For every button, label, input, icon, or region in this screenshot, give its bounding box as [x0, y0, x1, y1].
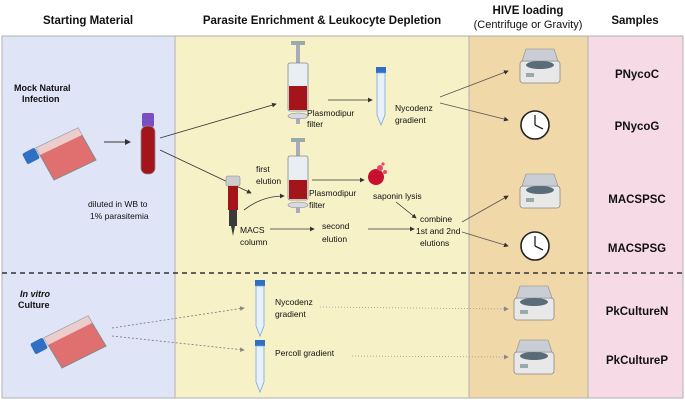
- nycodenz-bottom-label-2: gradient: [275, 309, 306, 319]
- percoll-tube-icon: [255, 340, 265, 394]
- saponin-label: saponin lysis: [373, 191, 422, 201]
- sample-label: PNycoG: [615, 121, 660, 133]
- header-starting-material: Starting Material: [43, 15, 133, 27]
- hive-column-bg: [468, 35, 589, 399]
- macs-column-icon: [225, 175, 241, 236]
- header-band: [0, 0, 685, 36]
- centrifuge-icon: [513, 339, 555, 375]
- tube-to-filter-arrow: [159, 102, 277, 139]
- nycodenz-tube-icon-top: [376, 67, 386, 127]
- row-label-vitro-2: Culture: [18, 300, 50, 310]
- plasmodipur-top-label-1: Plasmodipur: [307, 108, 354, 118]
- clock-icon: [520, 231, 550, 261]
- sample-label: MACSPSG: [608, 243, 666, 255]
- header-enrichment: Parasite Enrichment & Leukocyte Depletio…: [203, 15, 441, 27]
- nycodenz-to-gravity-arrow: [439, 102, 509, 122]
- centrifuge-icon: [513, 285, 555, 321]
- centrifuge-icon: [519, 48, 561, 84]
- row-label-vitro-1: In vitro: [20, 289, 51, 299]
- nycodenz-bottom-to-centrifuge-arrow: [319, 306, 509, 312]
- diluted-label-2: 1% parasitemia: [90, 211, 149, 221]
- macs-label-2: column: [240, 237, 268, 247]
- first-elution-label-1: first: [256, 164, 270, 174]
- combine-label-2: 1st and 2nd: [416, 226, 461, 236]
- culture-flask-icon: [22, 127, 97, 181]
- centrifuge-icon: [519, 173, 561, 209]
- combine-label-1: combine: [420, 214, 452, 224]
- percoll-to-centrifuge-arrow: [351, 354, 509, 360]
- plasmodipur-top-label-2: filter: [307, 119, 323, 129]
- sample-label: PkCultureP: [606, 355, 668, 367]
- header-samples: Samples: [611, 15, 658, 27]
- clock-icon: [520, 110, 550, 140]
- plasmodipur-mid-label-2: filter: [309, 200, 325, 210]
- header-hive-subtitle: (Centrifuge or Gravity): [474, 19, 583, 31]
- nycodenz-top-label-1: Nycodenz: [395, 103, 433, 113]
- samples-column-bg: [587, 35, 684, 399]
- first-elution-label-2: elution: [256, 176, 281, 186]
- syringe-filter-icon-mid: [287, 138, 309, 213]
- syringe-filter-icon-top: [287, 41, 309, 124]
- nycodenz-tube-icon-bottom: [255, 280, 265, 338]
- macs-to-filter-arrow: [243, 193, 285, 211]
- sample-label: PNycoC: [615, 69, 659, 81]
- blood-tube-icon: [140, 113, 156, 175]
- percoll-label: Percoll gradient: [275, 348, 335, 358]
- second-elution-label-2: elution: [322, 234, 347, 244]
- nycodenz-to-centrifuge-arrow: [439, 70, 509, 98]
- diluted-label-1: diluted in WB to: [88, 199, 148, 209]
- second-elution-label-1: second: [322, 221, 350, 231]
- row-label-mock-2: Infection: [22, 94, 60, 104]
- nycodenz-bottom-label-1: Nycodenz: [275, 297, 313, 307]
- combine-label-3: elutions: [420, 238, 449, 248]
- combine-to-gravity-arrow: [461, 231, 509, 248]
- saponin-lysis-icon: [368, 162, 387, 185]
- culture-flask-icon-vitro: [30, 315, 107, 369]
- sample-label: PkCultureN: [606, 306, 669, 318]
- macs-label-1: MACS: [240, 225, 265, 235]
- sample-label: MACSPSC: [608, 194, 666, 206]
- combine-to-centrifuge-arrow: [461, 195, 509, 223]
- saponin-to-combine-arrow: [395, 201, 417, 219]
- plasmodipur-mid-label-1: Plasmodipur: [309, 188, 356, 198]
- header-hive-loading: HIVE loading: [493, 5, 564, 17]
- nycodenz-top-label-2: gradient: [395, 115, 426, 125]
- enrichment-column-bg: [174, 35, 470, 399]
- row-label-mock-1: Mock Natural: [14, 83, 71, 93]
